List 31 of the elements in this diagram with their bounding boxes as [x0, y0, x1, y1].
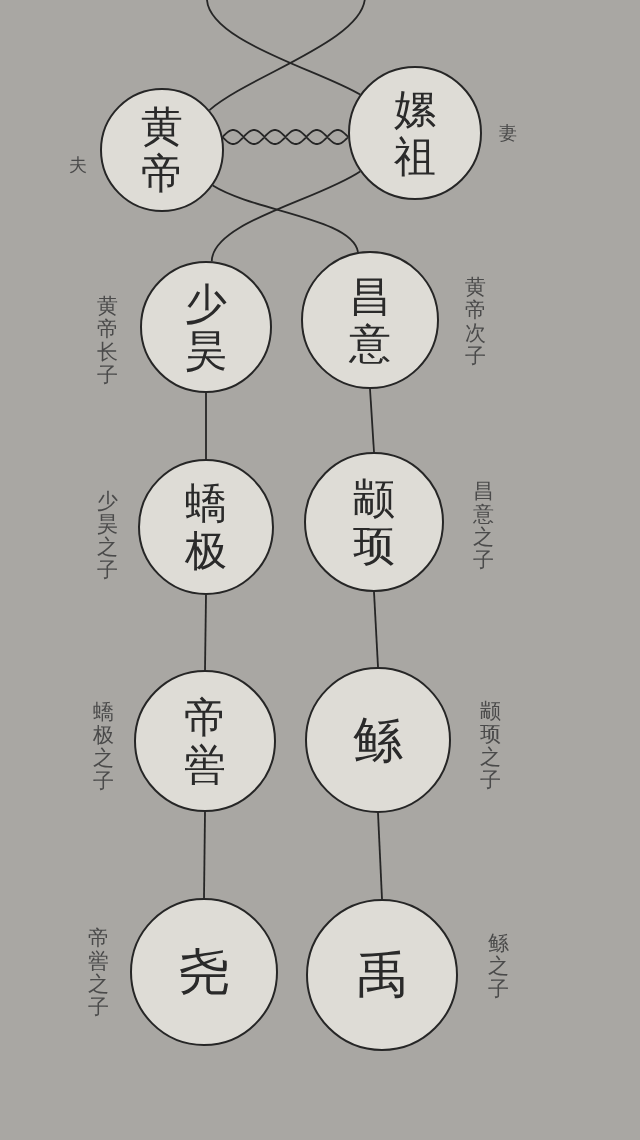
relation-note: 蟜极之子 — [92, 700, 114, 794]
person-name: 少昊 — [185, 279, 227, 375]
person-name: 禹 — [357, 947, 407, 1003]
relation-note: 夫 — [69, 155, 87, 175]
relation-note: 颛顼之子 — [479, 699, 501, 793]
person-name: 颛顼 — [353, 474, 395, 570]
relation-note: 黄帝次子 — [464, 275, 486, 369]
lineage-line — [377, 812, 383, 900]
lineage-line — [206, 0, 361, 96]
relation-note: 帝喾之子 — [87, 926, 109, 1020]
lineage-line — [373, 591, 379, 668]
lineage-line — [369, 388, 375, 453]
lineage-line — [204, 594, 207, 671]
relation-note: 昌意之子 — [472, 479, 494, 573]
person-name: 鲧 — [353, 712, 403, 768]
person-name: 黄帝 — [141, 102, 183, 198]
relation-note: 鲧之子 — [487, 932, 509, 1002]
lineage-line — [205, 392, 207, 460]
relation-note: 妻 — [499, 123, 517, 143]
lineage-line — [203, 811, 206, 899]
twisted-link — [221, 129, 349, 145]
lineage-line — [211, 184, 359, 253]
person-name: 昌意 — [349, 272, 391, 368]
relation-note: 黄帝长子 — [96, 294, 118, 388]
person-name: 嫘祖 — [394, 85, 436, 181]
lineage-line — [210, 170, 361, 263]
person-name: 帝喾 — [184, 693, 226, 789]
person-name: 尧 — [179, 944, 229, 1000]
person-name: 蟜极 — [185, 479, 227, 575]
lineage-line — [208, 0, 366, 111]
relation-note: 少昊之子 — [96, 489, 118, 583]
